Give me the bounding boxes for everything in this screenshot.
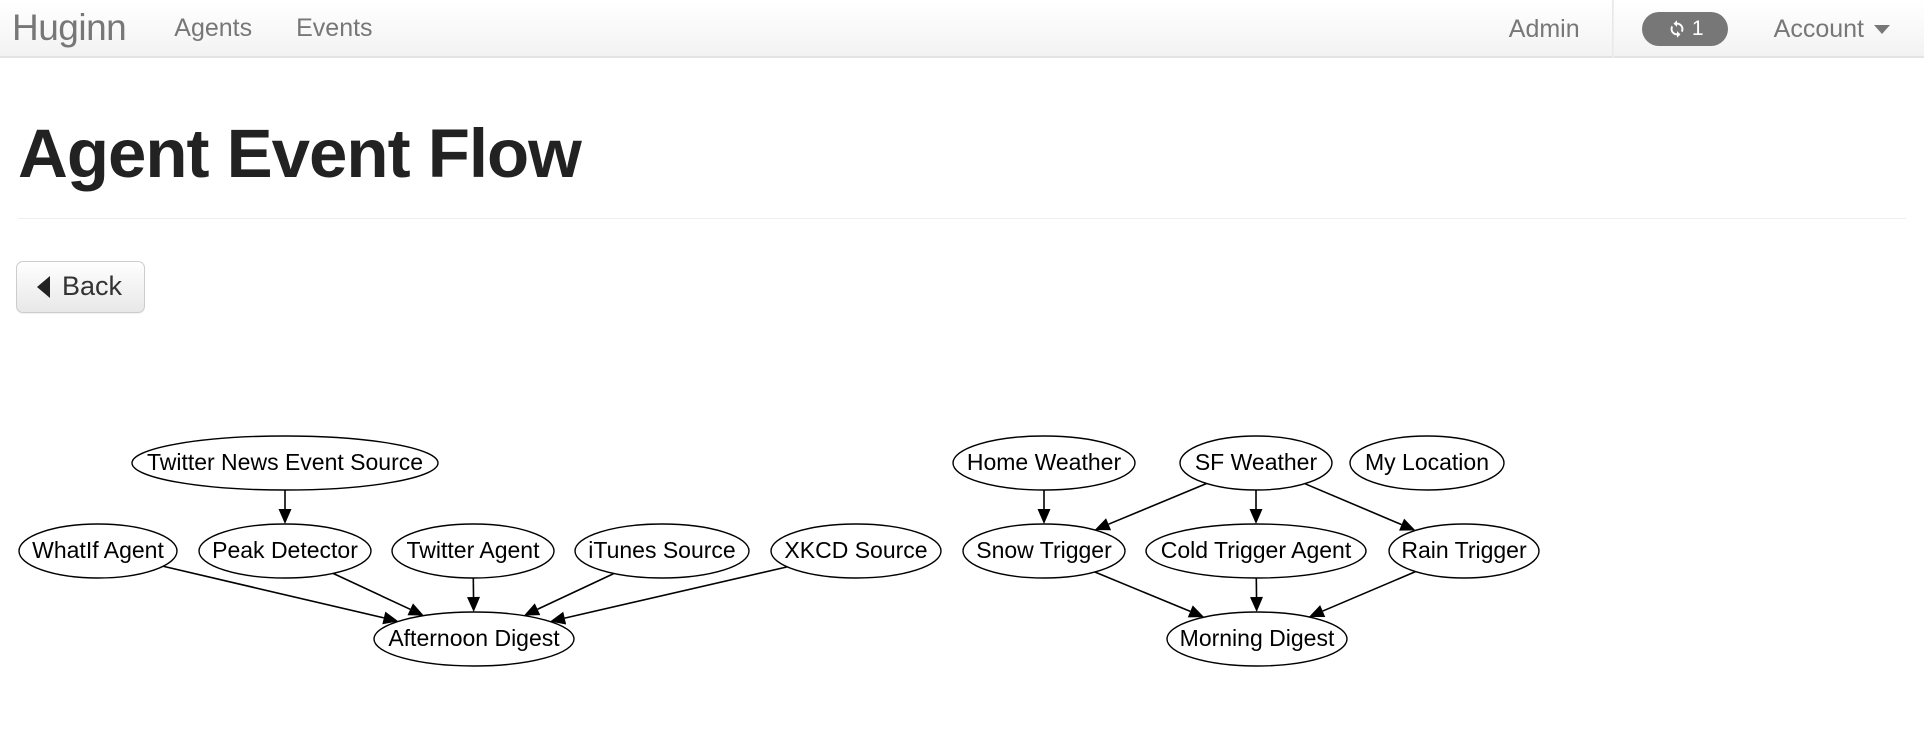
node-label-sf_weather: SF Weather (1195, 449, 1318, 475)
edge-arrowhead-cold_trigger_agent-to-morning_digest (1250, 596, 1264, 613)
toolbar: Back (16, 261, 1924, 314)
edge-arrowhead-whatif_agent-to-afternoon_digest (382, 611, 399, 625)
node-ellipse-afternoon_digest[interactable] (373, 611, 575, 667)
page-header: Agent Event Flow (18, 58, 1906, 220)
node-label-afternoon_digest: Afternoon Digest (388, 625, 560, 651)
account-menu-label[interactable]: Account (1773, 15, 1864, 43)
graph-node-home_weather[interactable]: Home Weather (952, 435, 1136, 491)
node-ellipse-my_location[interactable] (1349, 435, 1505, 491)
node-ellipse-snow_trigger[interactable] (962, 523, 1126, 579)
node-label-snow_trigger: Snow Trigger (976, 537, 1112, 563)
edge-arrowhead-twitter_agent-to-afternoon_digest (467, 596, 481, 613)
node-label-twitter_news_event_source: Twitter News Event Source (147, 449, 423, 475)
graph-node-snow_trigger[interactable]: Snow Trigger (962, 523, 1126, 579)
top-navbar: Huginn Agents Events Admin 1 Account (0, 0, 1924, 58)
nav-item-agents[interactable]: Agents (174, 14, 253, 42)
graph-node-rain_trigger[interactable]: Rain Trigger (1388, 523, 1540, 579)
node-ellipse-sf_weather[interactable] (1179, 435, 1333, 491)
nav-item-events[interactable]: Events (296, 14, 373, 42)
graph-node-afternoon_digest[interactable]: Afternoon Digest (373, 611, 575, 667)
edge-arrowhead-snow_trigger-to-morning_digest (1187, 605, 1205, 618)
edge-arrowhead-itunes_source-to-afternoon_digest (523, 603, 541, 616)
graph-node-twitter_news_event_source[interactable]: Twitter News Event Source (131, 435, 439, 491)
navbar-right-group: Admin 1 Account (1479, 0, 1924, 58)
node-label-home_weather: Home Weather (967, 449, 1122, 475)
edge-whatif_agent-to-afternoon_digest (162, 565, 385, 619)
graph-node-my_location[interactable]: My Location (1349, 435, 1505, 491)
node-label-peak_detector: Peak Detector (212, 537, 358, 563)
node-label-morning_digest: Morning Digest (1180, 625, 1335, 651)
edge-sf_weather-to-rain_trigger (1304, 482, 1402, 526)
node-ellipse-twitter_news_event_source[interactable] (131, 435, 439, 491)
edge-arrowhead-sf_weather-to-cold_trigger_agent (1249, 509, 1263, 524)
edge-arrowhead-sf_weather-to-rain_trigger (1399, 518, 1416, 531)
node-label-whatif_agent: WhatIf Agent (32, 537, 164, 563)
edge-peak_detector-to-afternoon_digest (332, 572, 411, 611)
navbar-left-group: Huginn Agents Events (0, 0, 395, 57)
edge-arrowhead-sf_weather-to-snow_trigger (1094, 518, 1112, 531)
brand-logo[interactable]: Huginn (12, 7, 127, 48)
node-label-twitter_agent: Twitter Agent (407, 537, 541, 563)
graph-node-twitter_agent[interactable]: Twitter Agent (391, 523, 555, 579)
account-menu[interactable]: Account (1754, 0, 1924, 58)
node-ellipse-peak_detector[interactable] (198, 523, 372, 579)
nav-item-admin[interactable]: Admin (1508, 15, 1580, 43)
node-ellipse-rain_trigger[interactable] (1388, 523, 1540, 579)
node-ellipse-home_weather[interactable] (952, 435, 1136, 491)
edge-snow_trigger-to-morning_digest (1094, 571, 1191, 613)
node-ellipse-whatif_agent[interactable] (18, 523, 178, 579)
edge-xkcd_source-to-afternoon_digest (564, 566, 788, 619)
edge-arrowhead-twitter_news_event_source-to-peak_detector (278, 509, 292, 524)
refresh-icon (1666, 18, 1688, 40)
back-button[interactable]: Back (16, 261, 146, 314)
node-label-my_location: My Location (1365, 449, 1489, 475)
node-ellipse-itunes_source[interactable] (574, 523, 750, 579)
node-ellipse-xkcd_source[interactable] (770, 523, 942, 579)
node-label-itunes_source: iTunes Source (588, 537, 735, 563)
chevron-down-icon (1874, 24, 1890, 34)
page-title: Agent Event Flow (18, 115, 582, 192)
edge-arrowhead-home_weather-to-snow_trigger (1037, 509, 1051, 524)
node-ellipse-twitter_agent[interactable] (391, 523, 555, 579)
event-badge-cell[interactable]: 1 (1616, 0, 1754, 58)
edge-rain_trigger-to-morning_digest (1322, 570, 1416, 612)
page-container: Agent Event Flow Back (0, 58, 1924, 314)
edge-arrowhead-rain_trigger-to-morning_digest (1308, 605, 1326, 618)
chevron-left-icon (37, 275, 50, 298)
edge-arrowhead-peak_detector-to-afternoon_digest (407, 603, 424, 616)
graph-node-whatif_agent[interactable]: WhatIf Agent (18, 523, 178, 579)
node-ellipse-cold_trigger_agent[interactable] (1145, 523, 1367, 579)
edges-layer (162, 482, 1416, 625)
edge-itunes_source-to-afternoon_digest (537, 572, 615, 610)
worker-status-count: 1 (1691, 17, 1704, 40)
back-button-label: Back (62, 271, 123, 302)
graph-node-cold_trigger_agent[interactable]: Cold Trigger Agent (1145, 523, 1367, 579)
edge-arrowhead-xkcd_source-to-afternoon_digest (550, 611, 567, 625)
node-label-xkcd_source: XKCD Source (784, 537, 927, 563)
graph-node-morning_digest[interactable]: Morning Digest (1166, 611, 1348, 667)
graph-node-xkcd_source[interactable]: XKCD Source (770, 523, 942, 579)
node-label-cold_trigger_agent: Cold Trigger Agent (1161, 537, 1352, 563)
navbar-divider (1611, 0, 1614, 58)
graph-node-peak_detector[interactable]: Peak Detector (198, 523, 372, 579)
node-label-rain_trigger: Rain Trigger (1401, 537, 1527, 563)
graph-node-itunes_source[interactable]: iTunes Source (574, 523, 750, 579)
edge-sf_weather-to-snow_trigger (1108, 482, 1207, 525)
node-ellipse-morning_digest[interactable] (1166, 611, 1348, 667)
worker-status-badge[interactable]: 1 (1641, 12, 1728, 46)
graph-node-sf_weather[interactable]: SF Weather (1179, 435, 1333, 491)
